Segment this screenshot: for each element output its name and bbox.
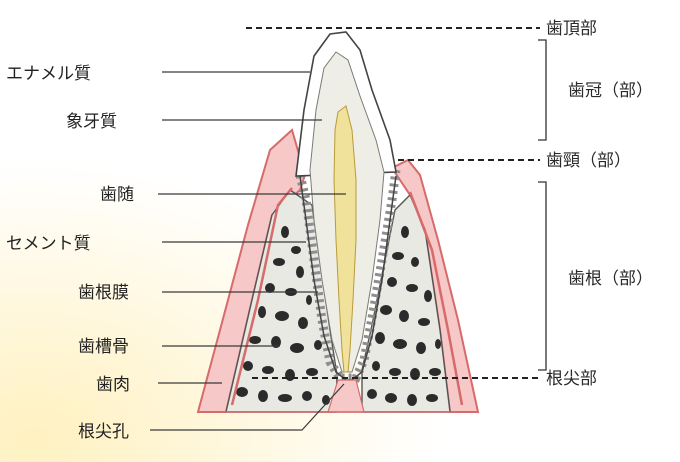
label-apex: 根尖部 xyxy=(546,369,597,389)
label-apical-foramen: 根尖孔 xyxy=(78,422,129,442)
label-enamel: エナメル質 xyxy=(6,64,91,84)
label-dentin: 象牙質 xyxy=(66,112,117,132)
label-pulp: 歯随 xyxy=(100,185,134,205)
label-gingiva: 歯肉 xyxy=(96,375,130,395)
label-root: 歯根（部） xyxy=(568,269,653,289)
label-cementum: セメント質 xyxy=(6,234,91,254)
label-neck: 歯頸（部） xyxy=(546,151,631,171)
label-alveolar-bone: 歯槽骨 xyxy=(78,337,129,357)
label-crown-tip: 歯頂部 xyxy=(546,19,597,39)
label-periodontal-ligament: 歯根膜 xyxy=(78,283,129,303)
label-crown: 歯冠（部） xyxy=(568,81,653,101)
